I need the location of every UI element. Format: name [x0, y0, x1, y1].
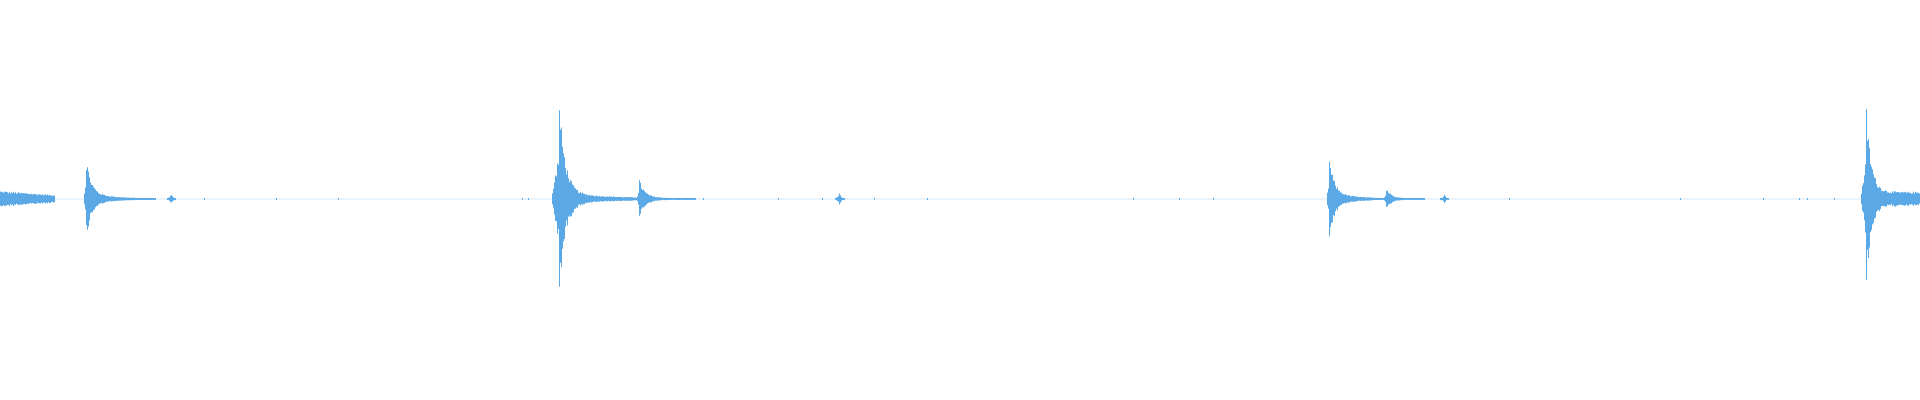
waveform-peaks [0, 109, 1920, 287]
waveform-path [0, 109, 1920, 287]
